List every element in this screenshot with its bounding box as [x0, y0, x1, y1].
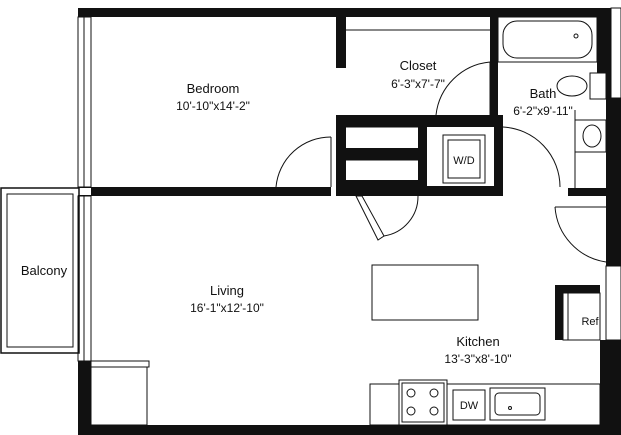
wall-closet-shelf-upper	[346, 115, 418, 127]
wall-closet-bath	[490, 62, 498, 127]
refrigerator	[562, 292, 601, 341]
wall-bath-west-top	[490, 8, 498, 68]
wall-laundry-bottom	[418, 186, 503, 196]
interior-walls	[91, 62, 606, 340]
wall-north-bath	[490, 8, 621, 17]
wall-north-bedroom	[78, 8, 345, 17]
washer-dryer-label: W/D	[453, 155, 474, 167]
wall-ref-west	[555, 285, 563, 340]
wall-east-mid	[606, 98, 621, 266]
living-name: Living	[210, 283, 244, 298]
refrigerator-label: Ref	[581, 316, 599, 328]
dishwasher	[452, 389, 486, 421]
kitchen-fixtures: DW Ref	[369, 264, 601, 426]
closet-door-swing	[435, 61, 491, 116]
wall-ref-top	[555, 285, 600, 293]
bath-door-swing	[502, 126, 561, 188]
bath-name: Bath	[530, 86, 557, 101]
doors	[90, 61, 607, 426]
window-kitchen-east	[605, 265, 621, 341]
wall-south	[78, 425, 621, 435]
kitchen-dims: 13'-3"x8'-10"	[444, 352, 511, 366]
dishwasher-label: DW	[460, 400, 479, 412]
kitchen-side-door-swing	[554, 206, 607, 263]
wall-laundry-east	[494, 115, 503, 196]
bath-dims: 6'-2"x9'-11"	[513, 104, 573, 118]
range	[398, 379, 448, 426]
bifold-door	[355, 195, 385, 241]
kitchen-island	[371, 264, 479, 321]
wall-north-closet	[336, 8, 496, 17]
bathtub	[497, 16, 598, 63]
closet-dims: 6'-3"x7'-7"	[391, 77, 445, 91]
balcony: Balcony	[0, 187, 80, 354]
wall-bath-south	[568, 188, 606, 196]
living-dims: 16'-1"x12'-10"	[190, 301, 264, 315]
toilet	[556, 75, 588, 97]
entry-threshold	[90, 360, 150, 368]
windows	[77, 7, 621, 362]
bedroom-door-swing	[275, 136, 332, 188]
closet-name: Closet	[400, 58, 437, 73]
kitchen-name: Kitchen	[456, 334, 499, 349]
wall-closet-shelf-bottom	[346, 180, 418, 196]
wall-bedroom-living	[91, 187, 331, 196]
wall-closet-shelf-lower	[346, 148, 418, 160]
bath-fixtures	[497, 16, 607, 188]
wall-bedroom-closet-lower	[336, 115, 346, 187]
closet-fixtures	[346, 29, 490, 161]
wall-closet-west-top	[336, 8, 346, 68]
balcony-label: Balcony	[21, 263, 68, 278]
window-bath-east	[610, 7, 621, 99]
wall-east-bottom	[600, 340, 621, 435]
wall-laundry-west	[418, 115, 427, 196]
room-labels: Bedroom 10'-10"x14'-2" Closet 6'-3"x7'-7…	[176, 58, 573, 366]
bedroom-name: Bedroom	[187, 81, 240, 96]
washer-dryer: W/D	[442, 134, 486, 184]
wall-laundry-top	[418, 115, 498, 127]
bedroom-dims: 10'-10"x14'-2"	[176, 99, 250, 113]
exterior-walls	[78, 8, 621, 435]
